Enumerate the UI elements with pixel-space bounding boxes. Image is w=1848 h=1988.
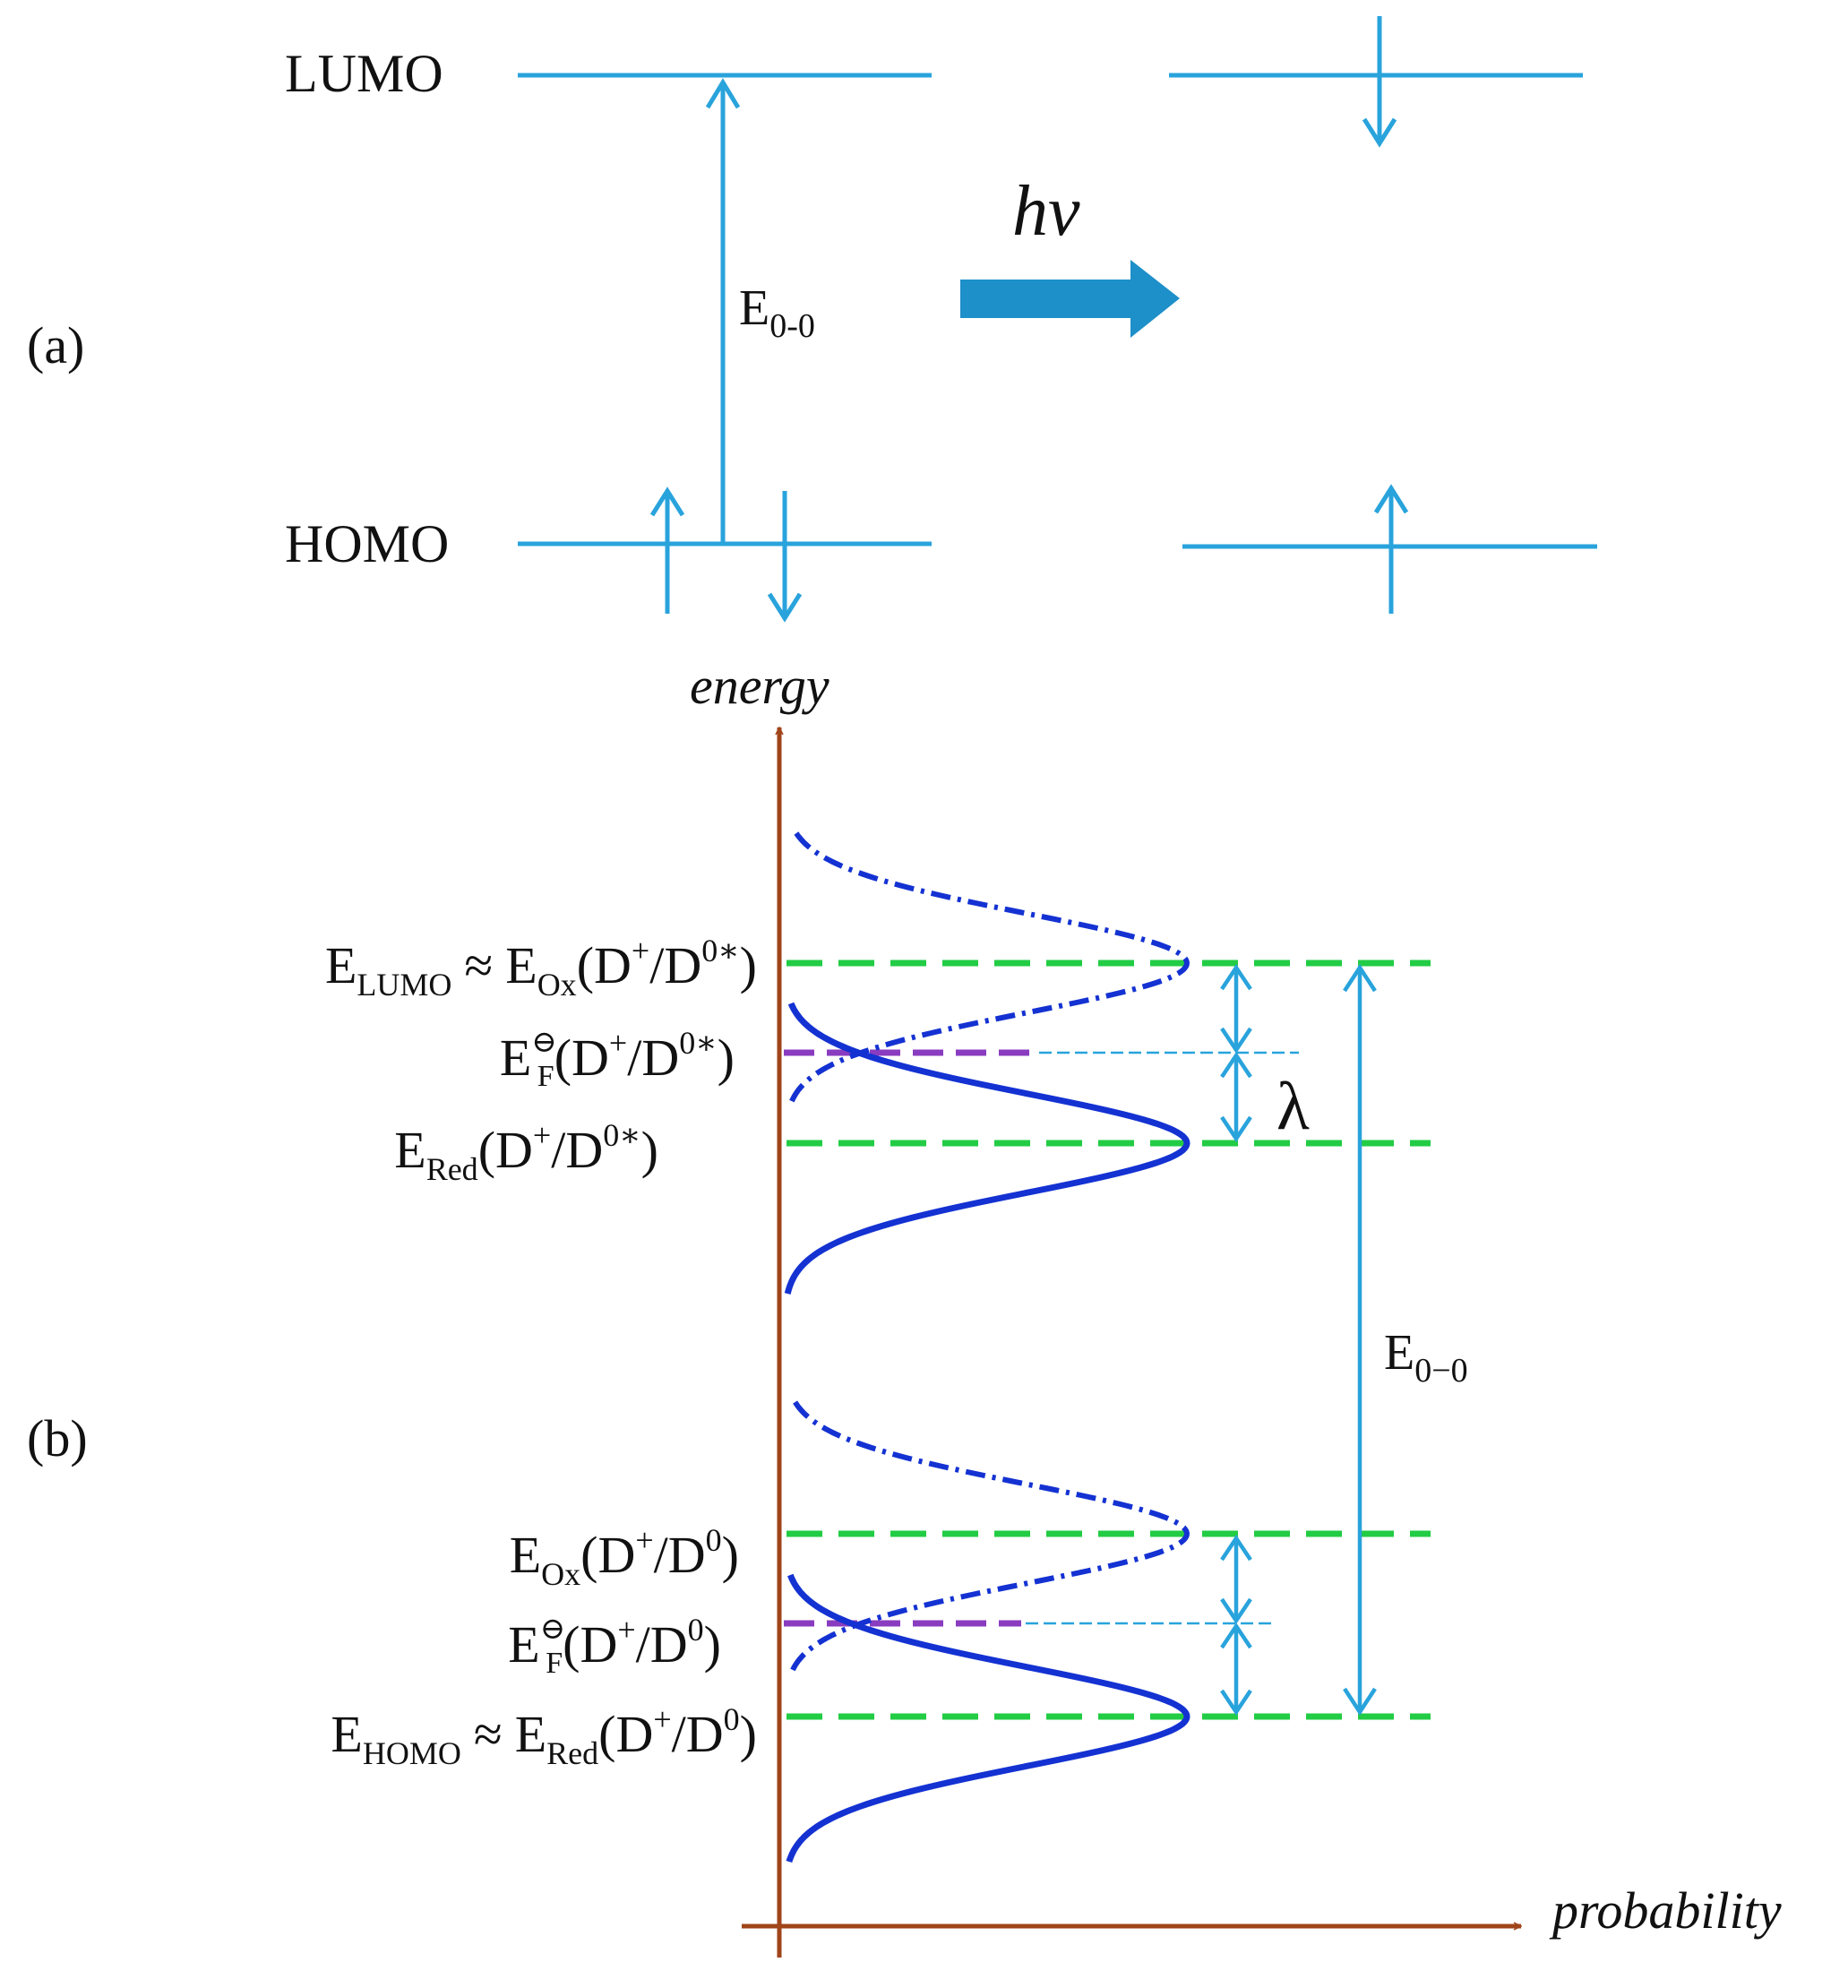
lambda-arrow-excited-lower [1220, 1051, 1252, 1143]
probability-axis-label: probability [1549, 1881, 1782, 1940]
label-ered-excited: ERed(D+/D0∗) [394, 1117, 658, 1187]
lambda-label: λ [1276, 1069, 1310, 1144]
energy-axis-label: energy [690, 657, 829, 715]
ground-spin-up-arrow [1373, 484, 1409, 614]
gap-label-b: E0−0 [1384, 1325, 1468, 1390]
label-ehomo: EHOMO≈ERed(D+/D0) [331, 1701, 757, 1771]
label-elumo: ELUMO≈EOx(D+/D0∗) [325, 933, 757, 1003]
photon-label: hν [1012, 172, 1080, 251]
lambda-arrow-ground-lower [1220, 1622, 1252, 1717]
panel-a-label: (a) [27, 316, 84, 374]
gap-arrow-b [1343, 963, 1377, 1717]
photon-arrow [960, 260, 1180, 338]
excited-spin-down-arrow [1362, 16, 1397, 148]
excitation-arrow [705, 78, 741, 544]
gap-label-a: E0-0 [739, 280, 815, 345]
label-ef-ground: E⊖F(D+/D0) [508, 1612, 721, 1680]
oxidized-distribution-excited [787, 831, 1190, 1106]
lambda-arrow-excited-upper [1220, 963, 1252, 1054]
reduced-distribution-excited [784, 1002, 1190, 1295]
spin-down-arrow [767, 491, 803, 623]
distribution-curves [784, 831, 1190, 1863]
lumo-label: LUMO [285, 44, 443, 103]
reduced-distribution-ground [786, 1573, 1190, 1863]
panel-b-label: (b) [27, 1409, 88, 1467]
lambda-arrow-ground-upper [1220, 1534, 1252, 1625]
homo-label: HOMO [285, 514, 449, 573]
label-ef-excited: E⊖F(D+/D0∗) [500, 1025, 735, 1093]
label-eox-ground: EOx(D+/D0) [510, 1522, 739, 1592]
spin-up-arrow [649, 486, 685, 614]
oxidized-distribution-ground [787, 1400, 1190, 1676]
